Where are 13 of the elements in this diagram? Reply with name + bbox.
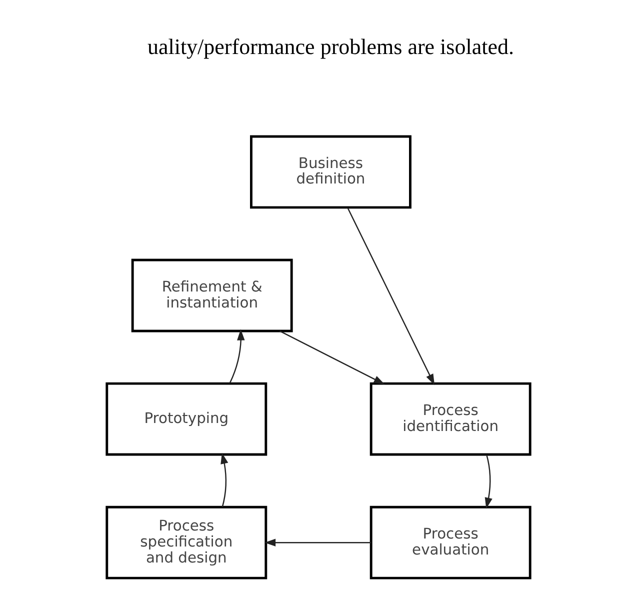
node-box: Process identification [369,382,531,456]
arrow [484,454,492,509]
arrow [346,207,434,386]
arrow [279,330,384,384]
arrow [220,452,228,508]
arrow [228,329,244,384]
node-box: Process evaluation [369,506,531,580]
label: uality/performance problems are isolated. [146,34,514,59]
node-box: Refinement & instantiation [130,258,292,332]
arrow [264,538,371,546]
node-box: Process specification and design [105,506,267,580]
node-box: Business definition [250,135,411,209]
node-box: Prototyping [105,382,267,456]
